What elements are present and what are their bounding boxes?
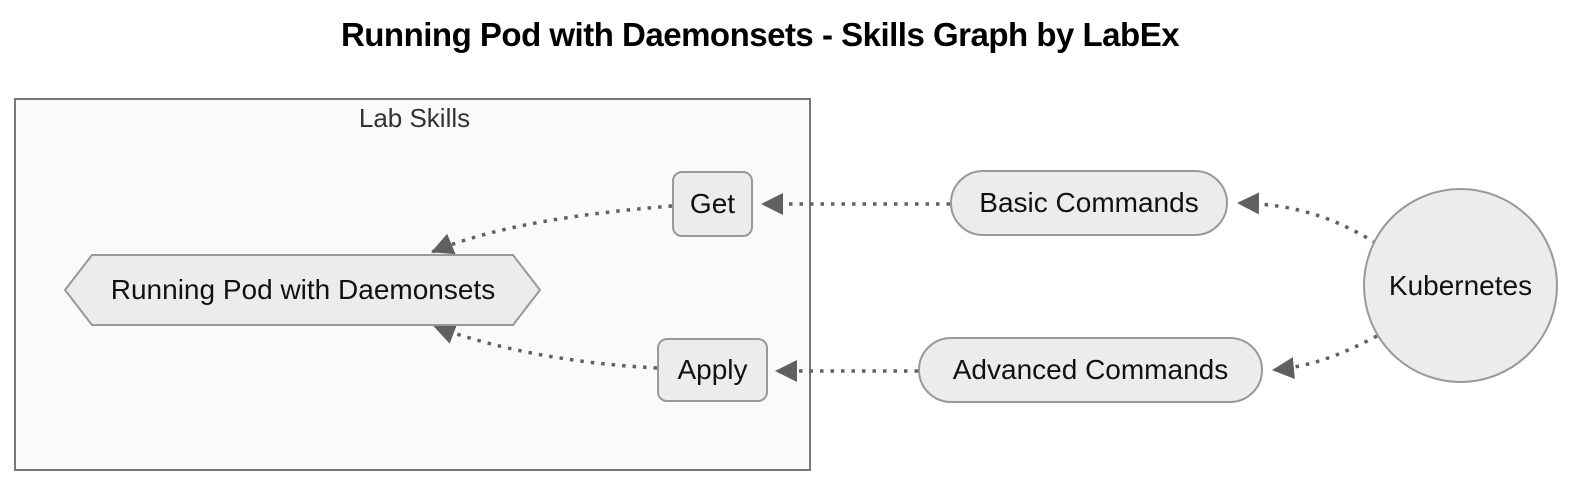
node-advanced-commands: Advanced Commands bbox=[918, 337, 1263, 403]
node-advanced-commands-label: Advanced Commands bbox=[952, 354, 1229, 385]
edge-get-to-skill bbox=[431, 204, 673, 255]
node-get-label: Get bbox=[689, 188, 736, 219]
node-skill-label: Running Pod with Daemonsets bbox=[110, 274, 496, 305]
edge-kubernetes-to-basic-commands bbox=[1237, 192, 1377, 245]
node-kubernetes: Kubernetes bbox=[1363, 188, 1558, 383]
node-get: Get bbox=[672, 171, 753, 237]
diagram-title: Running Pod with Daemonsets - Skills Gra… bbox=[340, 16, 1180, 53]
node-basic-commands: Basic Commands bbox=[950, 170, 1228, 236]
node-skill-hexagon bbox=[63, 254, 542, 326]
cluster-label: Lab Skills bbox=[358, 103, 471, 133]
node-basic-commands-label: Basic Commands bbox=[979, 187, 1199, 218]
node-apply-label: Apply bbox=[677, 354, 748, 385]
node-kubernetes-label: Kubernetes bbox=[1388, 269, 1533, 301]
edge-apply-to-skill bbox=[433, 323, 658, 370]
edge-kubernetes-to-advanced-commands bbox=[1272, 334, 1378, 380]
node-apply: Apply bbox=[657, 338, 768, 402]
